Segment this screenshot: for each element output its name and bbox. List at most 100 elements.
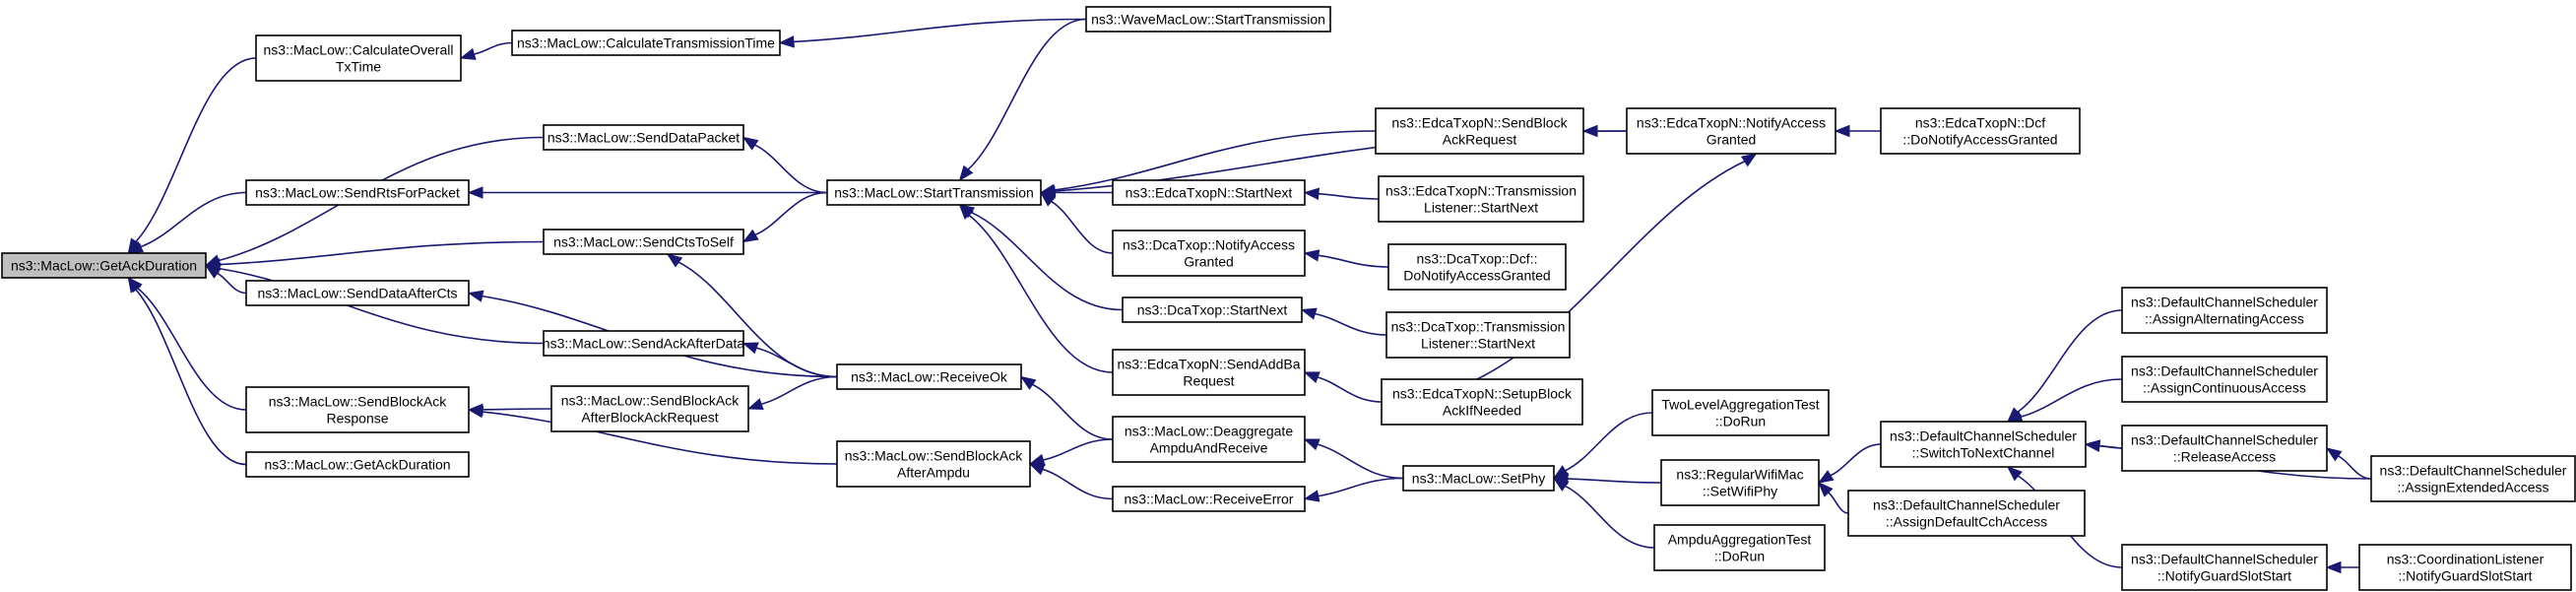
edge-line xyxy=(140,191,247,248)
node-sendrts[interactable]: ns3::MacLow::SendRtsForPacket xyxy=(245,179,470,206)
node-sendackafter[interactable]: ns3::MacLow::SendAckAfterData xyxy=(543,330,745,357)
node-label: ::AssignContinuousAccess xyxy=(2143,380,2306,396)
node-dcatlstart[interactable]: ns3::DcaTxop::TransmissionListener::Star… xyxy=(1385,311,1571,359)
node-label: TwoLevelAggregationTest xyxy=(1661,397,1819,413)
node-label: ns3::EdcaTxopN::Transmission xyxy=(1385,183,1577,199)
arrowhead-icon xyxy=(1028,463,1046,476)
node-label: ns3::EdcaTxopN::SendAddBa xyxy=(1117,357,1300,372)
node-box xyxy=(1660,459,1820,506)
node-setphy[interactable]: ns3::MacLow::SetPhy xyxy=(1402,465,1555,492)
node-senddatapkt[interactable]: ns3::MacLow::SendDataPacket xyxy=(543,124,744,151)
node-label: TxTime xyxy=(336,59,381,75)
node-box xyxy=(1385,311,1571,359)
node-release[interactable]: ns3::DefaultChannelScheduler::ReleaseAcc… xyxy=(2121,425,2328,472)
edge-line xyxy=(1567,478,1662,484)
node-regularwifi[interactable]: ns3::RegularWifiMac::SetWifiPhy xyxy=(1660,459,1820,506)
node-label: ns3::DefaultChannelScheduler xyxy=(1890,428,2077,444)
node-box xyxy=(836,363,1022,390)
node-receiveok[interactable]: ns3::MacLow::ReceiveOk xyxy=(836,363,1022,390)
arrowhead-icon xyxy=(2325,560,2342,574)
node-dcastartnext[interactable]: ns3::DcaTxop::StartNext xyxy=(1122,296,1303,323)
edge-coordlistener-to-notifyguard xyxy=(2325,560,2359,574)
node-dcadcfnotify[interactable]: ns3::DcaTxop::Dcf::DoNotifyAccessGranted xyxy=(1387,243,1567,291)
edge-line xyxy=(1032,383,1114,440)
node-label: ns3::MacLow::StartTransmission xyxy=(834,185,1034,201)
node-dcanotify[interactable]: ns3::DcaTxop::NotifyAccessGranted xyxy=(1112,230,1306,277)
node-box xyxy=(2121,287,2328,334)
node-box xyxy=(543,229,744,255)
edge-regularwifi-to-setphy xyxy=(1552,472,1662,486)
node-label: DoNotifyAccessGranted xyxy=(1403,268,1550,284)
edge-assigndefault-to-regularwifi xyxy=(1818,482,1849,514)
node-label: ns3::MacLow::GetAckDuration xyxy=(11,258,197,274)
edge-line xyxy=(482,408,552,411)
node-label: ns3::CoordinationListener xyxy=(2387,552,2544,567)
node-switchnext[interactable]: ns3::DefaultChannelScheduler::SwitchToNe… xyxy=(1880,421,2087,468)
edge-line xyxy=(760,375,838,406)
node-receiveerror[interactable]: ns3::MacLow::ReceiveError xyxy=(1112,486,1306,512)
node-label: ns3::RegularWifiMac xyxy=(1676,467,1803,483)
node-edcatlstart[interactable]: ns3::EdcaTxopN::TransmissionListener::St… xyxy=(1378,175,1584,223)
node-calctrans[interactable]: ns3::MacLow::CalculateTransmissionTime xyxy=(511,30,781,56)
node-getack2[interactable]: ns3::MacLow::GetAckDuration xyxy=(245,451,470,478)
node-wavestart[interactable]: ns3::WaveMacLow::StartTransmission xyxy=(1085,6,1331,33)
node-box xyxy=(1880,421,2087,468)
arrowhead-icon xyxy=(1300,307,1318,320)
node-assigndefault[interactable]: ns3::DefaultChannelScheduler::AssignDefa… xyxy=(1847,490,2086,537)
edge-sendackafter-to-getack xyxy=(204,262,545,345)
node-label: ns3::EdcaTxopN::StartNext xyxy=(1126,185,1293,201)
node-label: ns3::MacLow::SendBlockAck xyxy=(269,394,448,410)
node-label: AmpduAggregationTest xyxy=(1668,532,1812,548)
arrowhead-icon xyxy=(1303,490,1320,502)
node-ampdutest[interactable]: AmpduAggregationTest::DoRun xyxy=(1653,524,1826,571)
arrowhead-icon xyxy=(127,276,142,294)
edge-dcatlstart-to-dcastartnext xyxy=(1300,307,1387,336)
node-label: ns3::MacLow::SetPhy xyxy=(1412,471,1545,487)
node-label: ns3::MacLow::SendAckAfterData xyxy=(543,336,745,352)
edge-receiveerror-to-sbaafterampdu xyxy=(1028,463,1114,500)
node-assignalt[interactable]: ns3::DefaultChannelScheduler::AssignAlte… xyxy=(2121,287,2328,334)
node-edcadcf[interactable]: ns3::EdcaTxopN::Dcf::DoNotifyAccessGrant… xyxy=(1880,107,2081,155)
node-box xyxy=(836,440,1031,488)
nodes: ns3::MacLow::GetAckDurationns3::MacLow::… xyxy=(1,6,2576,591)
edge-line xyxy=(967,18,1087,170)
node-senddataafter[interactable]: ns3::MacLow::SendDataAfterCts xyxy=(245,280,470,306)
node-edcanotify[interactable]: ns3::EdcaTxopN::NotifyAccessGranted xyxy=(1626,107,1836,155)
node-edcastartnext[interactable]: ns3::EdcaTxopN::StartNext xyxy=(1112,179,1306,206)
edge-line xyxy=(754,144,828,194)
node-notifyguard[interactable]: ns3::DefaultChannelScheduler::NotifyGuar… xyxy=(2121,544,2328,591)
node-sbaafterreq[interactable]: ns3::MacLow::SendBlockAckAfterBlockAckRe… xyxy=(550,385,749,432)
arrowhead-icon xyxy=(459,47,477,60)
edge-line xyxy=(970,211,1124,311)
node-label: ::AssignAlternatingAccess xyxy=(2145,311,2304,327)
node-getack[interactable]: ns3::MacLow::GetAckDuration xyxy=(1,252,207,279)
edge-getack2-to-getack xyxy=(127,276,247,466)
node-label: ns3::MacLow::SendCtsToSelf xyxy=(553,234,734,250)
edge-receiveok-to-sbaafterreq xyxy=(746,375,838,410)
node-box xyxy=(1112,230,1306,277)
node-box xyxy=(245,280,470,306)
edge-line xyxy=(1565,412,1653,472)
arrowhead-icon xyxy=(741,136,759,151)
node-assignext[interactable]: ns3::DefaultChannelScheduler::AssignExte… xyxy=(2370,455,2576,502)
node-coordlistener[interactable]: ns3::CoordinationListener::NotifyGuardSl… xyxy=(2358,544,2572,591)
arrowhead-icon xyxy=(1818,482,1834,497)
edge-line xyxy=(1830,443,1882,477)
arrowhead-icon xyxy=(1039,191,1057,207)
node-sendcts[interactable]: ns3::MacLow::SendCtsToSelf xyxy=(543,229,744,255)
node-starttrans[interactable]: ns3::MacLow::StartTransmission xyxy=(826,179,1042,206)
edge-line xyxy=(1318,192,1380,200)
node-assigncont[interactable]: ns3::DefaultChannelScheduler::AssignCont… xyxy=(2121,356,2328,403)
node-label: Listener::StartNext xyxy=(1424,200,1538,216)
node-twolevel[interactable]: TwoLevelAggregationTest::DoRun xyxy=(1651,389,1830,436)
edge-assignext-to-release xyxy=(2325,447,2372,480)
edge-edcatlstart-to-edcastartnext xyxy=(1303,187,1380,200)
node-box xyxy=(511,30,781,56)
